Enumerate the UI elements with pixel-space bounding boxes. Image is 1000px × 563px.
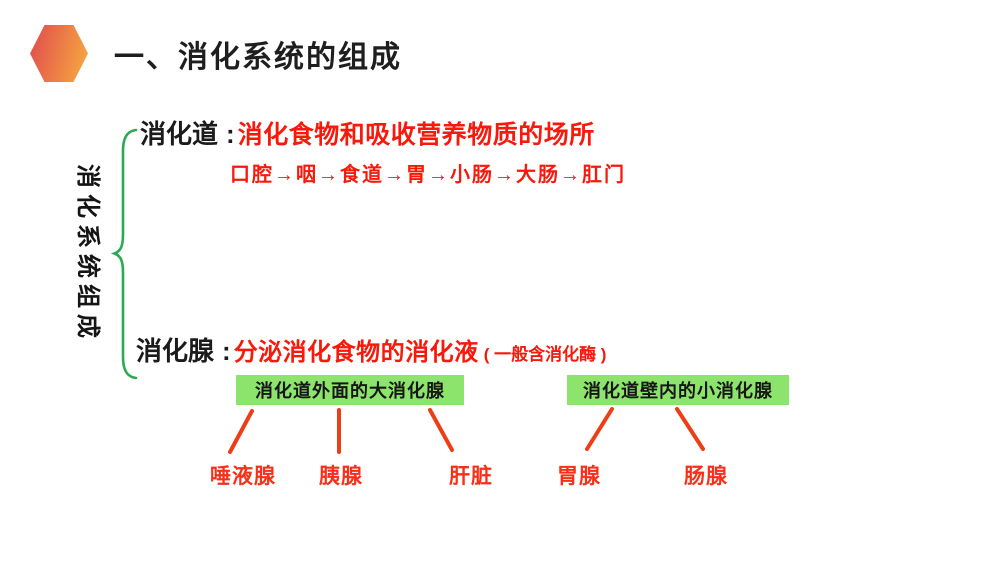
branch-label: 消化道 (140, 119, 219, 149)
leaf-gastric-gland: 胃腺 (557, 465, 601, 488)
leaf-pancreas: 胰腺 (319, 465, 363, 488)
leaf-salivary-gland: 唾液腺 (210, 465, 276, 488)
leaf-intestinal-gland: 肠腺 (684, 465, 728, 488)
category-box-outer-glands: 消化道外面的大消化腺 (236, 375, 464, 405)
connector-line (428, 408, 454, 452)
leaf-liver: 肝脏 (449, 465, 493, 488)
connector-line (675, 407, 705, 451)
connector-line (228, 409, 254, 454)
connector-line (585, 407, 614, 451)
branch-digestive-glands: 消化腺 : 分泌消化食物的消化液 ( 一般含消化酶 ) (136, 331, 606, 368)
branch-colon: : (222, 336, 231, 366)
branch-note: ( 一般含消化酶 ) (483, 345, 607, 364)
page-title: 一、消化系统的组成 (114, 41, 402, 74)
branch-digestive-tract: 消化道 : 消化食物和吸收营养物质的场所 (140, 114, 595, 151)
branch-colon: : (226, 119, 235, 149)
branch-definition: 分泌消化食物的消化液 (233, 339, 479, 366)
category-box-wall-glands: 消化道壁内的小消化腺 (567, 375, 789, 405)
branch-definition: 消化食物和吸收营养物质的场所 (237, 121, 595, 149)
branch-label: 消化腺 (136, 336, 215, 366)
root-label: 消化系统组成 (74, 164, 101, 344)
hexagon-icon (30, 25, 88, 82)
curly-brace (110, 128, 138, 380)
tract-pathway: 口腔→咽→食道→胃→小肠→大肠→肛门 (230, 164, 626, 186)
